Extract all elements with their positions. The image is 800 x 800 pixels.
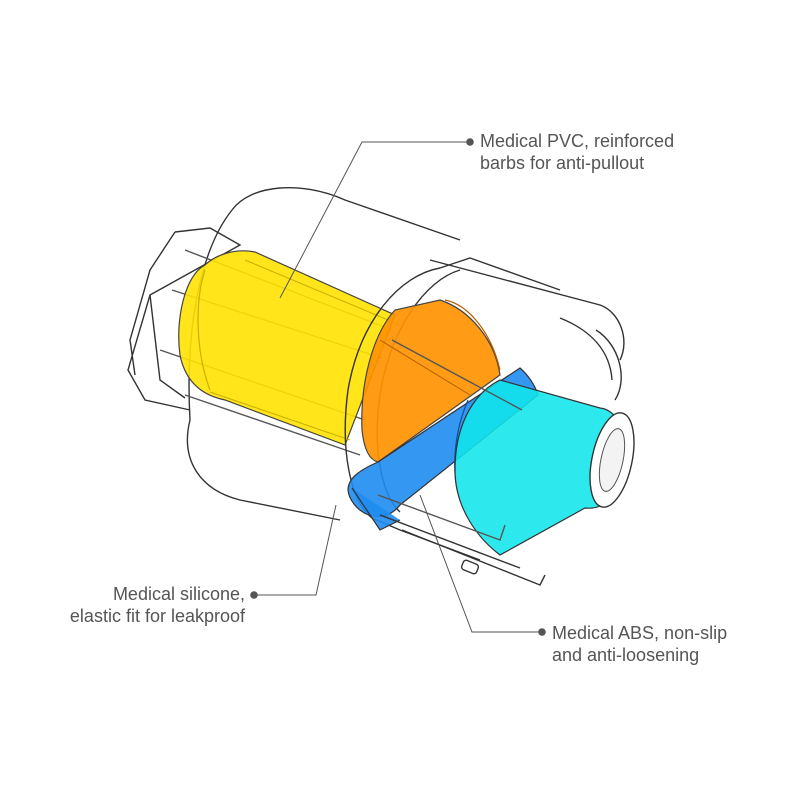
leader-dot-pvc: [466, 138, 474, 146]
right-housing: [377, 259, 625, 586]
callout-abs-line2: and anti-loosening: [552, 645, 700, 665]
leader-line-abs: [419, 494, 540, 633]
leader-dots: [250, 138, 546, 636]
callout-silicone: Medical silicone, elastic fit for leakpr…: [70, 583, 245, 627]
leader-line-pvc: [279, 141, 468, 299]
callout-pvc-line1: Medical PVC, reinforced: [480, 131, 675, 151]
callout-abs-line1: Medical ABS, non-slip: [552, 623, 728, 643]
leader-dot-abs: [538, 628, 546, 636]
pvc-barb-cylinder: [178, 250, 401, 446]
leader-lines: [256, 141, 540, 633]
callout-pvc: Medical PVC, reinforced barbs for anti-p…: [480, 130, 674, 174]
callout-pvc-line2: barbs for anti-pullout: [480, 153, 645, 173]
callout-abs: Medical ABS, non-slip and anti-loosening: [552, 622, 727, 666]
callout-silicone-line1: Medical silicone,: [112, 584, 245, 604]
leader-line-silicone: [256, 504, 337, 596]
cyan-tube: [454, 379, 635, 556]
callout-silicone-line2: elastic fit for leakproof: [69, 606, 245, 626]
silicone-seal: [361, 299, 501, 463]
leader-dot-silicone: [250, 591, 258, 599]
